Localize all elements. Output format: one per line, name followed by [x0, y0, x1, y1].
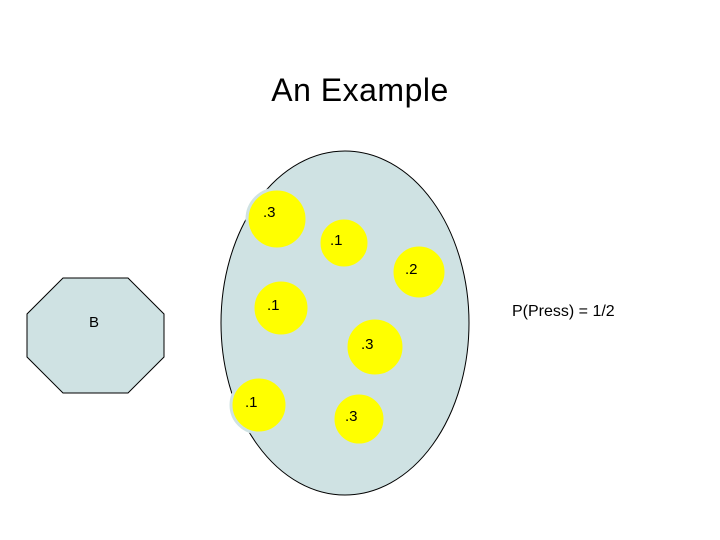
circle-label: .1	[245, 394, 258, 411]
event-circle	[331, 391, 387, 447]
circle-label: .3	[361, 336, 374, 353]
page-title: An Example	[271, 72, 449, 108]
press-probability-annotation: P(Press) = 1/2	[512, 303, 615, 320]
circle-label: .3	[345, 408, 358, 425]
event-circle	[251, 278, 311, 338]
circle-label: .3	[263, 204, 276, 221]
circle-label: .1	[267, 297, 280, 314]
event-circle	[317, 216, 371, 270]
circle-label: .1	[330, 232, 343, 249]
circle-label: .2	[405, 261, 418, 278]
event-circle	[390, 243, 448, 301]
event-circle	[245, 187, 309, 251]
event-circle	[229, 375, 289, 435]
octagon-label: B	[89, 314, 100, 331]
octagon-b	[26, 277, 165, 394]
event-circle	[344, 316, 406, 378]
